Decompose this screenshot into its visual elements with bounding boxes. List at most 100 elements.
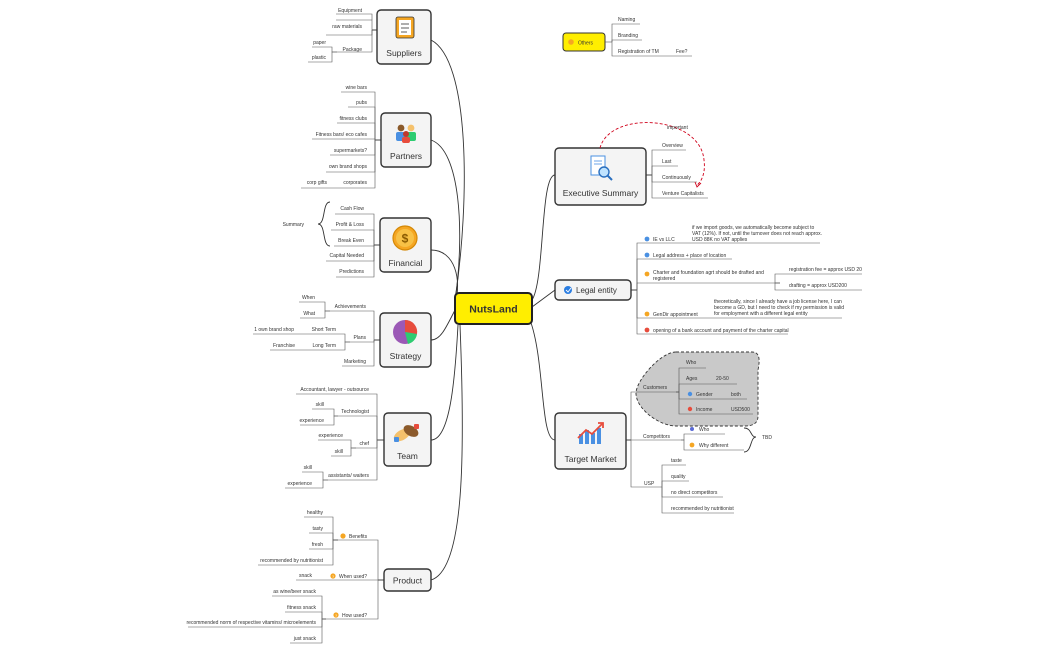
branch-executive-summary[interactable]: Executive Summary <box>554 147 647 206</box>
executive-important-relation: important <box>667 125 688 131</box>
others-label: Others <box>578 41 594 47</box>
legal-ie-llc: IE vs LLC <box>653 237 675 243</box>
suppliers-package: Package <box>343 47 363 53</box>
target-why-different: Why different <box>699 443 729 449</box>
central-topic[interactable]: NutsLand <box>454 292 533 325</box>
branch-others[interactable]: Others <box>562 32 606 52</box>
handshake-icon <box>393 424 419 442</box>
strategy-label: Strategy <box>390 351 422 361</box>
strategy-own-brand-shop: 1 own brand shop <box>254 327 294 333</box>
target-customers: Customers <box>643 385 668 391</box>
product-norm: recommended norm of respective vitamins/… <box>187 620 317 626</box>
executive-summary-label: Executive Summary <box>563 188 639 198</box>
product-tasty: tasty <box>312 526 323 532</box>
financial-label: Financial <box>388 258 422 268</box>
strategy-marketing: Marketing <box>344 359 366 365</box>
product-wine-beer: as wine/beer snack <box>273 589 316 595</box>
product-just-snack: just snack <box>293 636 317 642</box>
product-fresh: fresh <box>312 542 323 548</box>
legal-subtree: IE vs LLC if we import goods, we automat… <box>631 225 862 335</box>
target-subtree: Customers Who Ages 20-50 Gender both Inc… <box>626 351 772 514</box>
target-competitors: Competitors <box>643 434 670 440</box>
others-subtree: Naming Branding Registration of TM Fee? <box>605 17 692 57</box>
partners-corporates: corporates <box>343 180 367 186</box>
target-gender: Gender <box>696 392 713 398</box>
financial-predictions: Predictions <box>339 269 364 275</box>
branch-target-market[interactable]: Target Market <box>554 412 627 470</box>
ie-llc-info-icon <box>644 236 650 242</box>
svg-text:?: ? <box>335 614 337 618</box>
strategy-subtree: Achievements When What Plans Short Term … <box>253 295 380 367</box>
financial-summary: Summary <box>283 222 305 228</box>
target-gender-value: both <box>731 392 741 398</box>
gendir-warning-icon <box>644 311 650 317</box>
suppliers-label: Suppliers <box>386 48 421 58</box>
target-no-direct: no direct competitors <box>671 490 718 496</box>
branch-strategy[interactable]: Strategy <box>379 312 432 368</box>
clipboard-icon <box>395 16 415 39</box>
pie-chart-icon <box>393 319 418 344</box>
legal-charter-2: registered <box>653 276 675 282</box>
financial-break-even: Break Even <box>338 238 364 244</box>
team-experience-1: experience <box>300 418 325 424</box>
partners-corp-gifts: corp gifts <box>307 180 328 186</box>
partners-pubs: pubs <box>356 100 367 106</box>
executive-vc: Venture Capitalists <box>662 191 704 197</box>
person-icon <box>690 427 694 431</box>
branch-legal-entity[interactable]: Legal entity <box>554 279 632 301</box>
target-quality: quality <box>671 474 686 480</box>
target-ages: Ages <box>686 376 698 382</box>
financial-profit-loss: Profit & Loss <box>336 222 365 228</box>
income-icon <box>687 406 693 412</box>
target-competitors-who: Who <box>699 427 710 433</box>
product-fitness-snack: fitness snack <box>287 605 316 611</box>
svg-text:?: ? <box>332 575 334 579</box>
executive-overview: Overview <box>662 143 683 149</box>
charter-warning-icon <box>644 271 650 277</box>
team-subtree: Accountant, lawyer - outsource Technolog… <box>285 387 384 489</box>
others-fee: Fee? <box>676 49 688 55</box>
central-topic-label: NutsLand <box>469 304 517 316</box>
partners-supermarkets: supermarkets? <box>334 148 367 154</box>
address-info-icon <box>644 252 650 258</box>
legal-bank: opening of a bank account and payment of… <box>653 328 789 334</box>
dollar-coin-icon: $ <box>392 225 418 251</box>
branch-financial[interactable]: $ Financial <box>379 217 432 273</box>
strategy-franchise: Franchise <box>273 343 295 349</box>
financial-subtree: Cash Flow Profit & Loss Break Even Capit… <box>283 201 380 278</box>
team-skill-2: skill <box>335 449 343 455</box>
growth-chart-icon <box>577 422 604 444</box>
others-branding: Branding <box>618 33 638 39</box>
suppliers-equipment: Equipment <box>338 8 363 14</box>
target-taste: taste <box>671 458 682 464</box>
target-income-value: USD500 <box>731 407 750 413</box>
why-question-icon <box>689 442 695 448</box>
partners-fitness-bars: Fitness bars/ eco cafes <box>316 132 368 138</box>
legal-charter-1: Charter and foundation agrt should be dr… <box>653 270 764 276</box>
suppliers-raw-materials: raw materials <box>332 24 362 30</box>
strategy-short-term: Short Term <box>312 327 336 333</box>
product-recommended: recommended by nutritionist <box>260 558 323 564</box>
strategy-long-term: Long Term <box>312 343 336 349</box>
product-how-used: How used? <box>342 613 367 619</box>
target-tbd: TBD <box>762 435 772 441</box>
team-chef: chef <box>360 441 370 447</box>
strategy-when: When <box>302 295 315 301</box>
branch-team[interactable]: Team <box>383 412 432 467</box>
team-accountant: Accountant, lawyer - outsource <box>300 387 369 393</box>
target-customers-who: Who <box>686 360 697 366</box>
team-experience-3: experience <box>288 481 313 487</box>
team-technologist: Technologist <box>341 409 369 415</box>
target-recommended-nutri: recommended by nutritionist <box>671 506 734 512</box>
branch-partners[interactable]: Partners <box>380 112 432 168</box>
legal-gendir-note-1: theoretically, since I already have a jo… <box>714 299 842 305</box>
shield-icon <box>564 286 572 294</box>
product-healthy: healthy <box>307 510 324 516</box>
bank-alert-icon <box>644 327 650 333</box>
partners-label: Partners <box>390 151 422 161</box>
benefits-marker-icon <box>340 533 346 539</box>
branch-suppliers[interactable]: Suppliers <box>376 9 432 65</box>
branch-product[interactable]: Product <box>383 568 432 592</box>
product-snack: snack <box>299 573 313 579</box>
partners-own-brand-shops: own brand shops <box>329 164 368 170</box>
